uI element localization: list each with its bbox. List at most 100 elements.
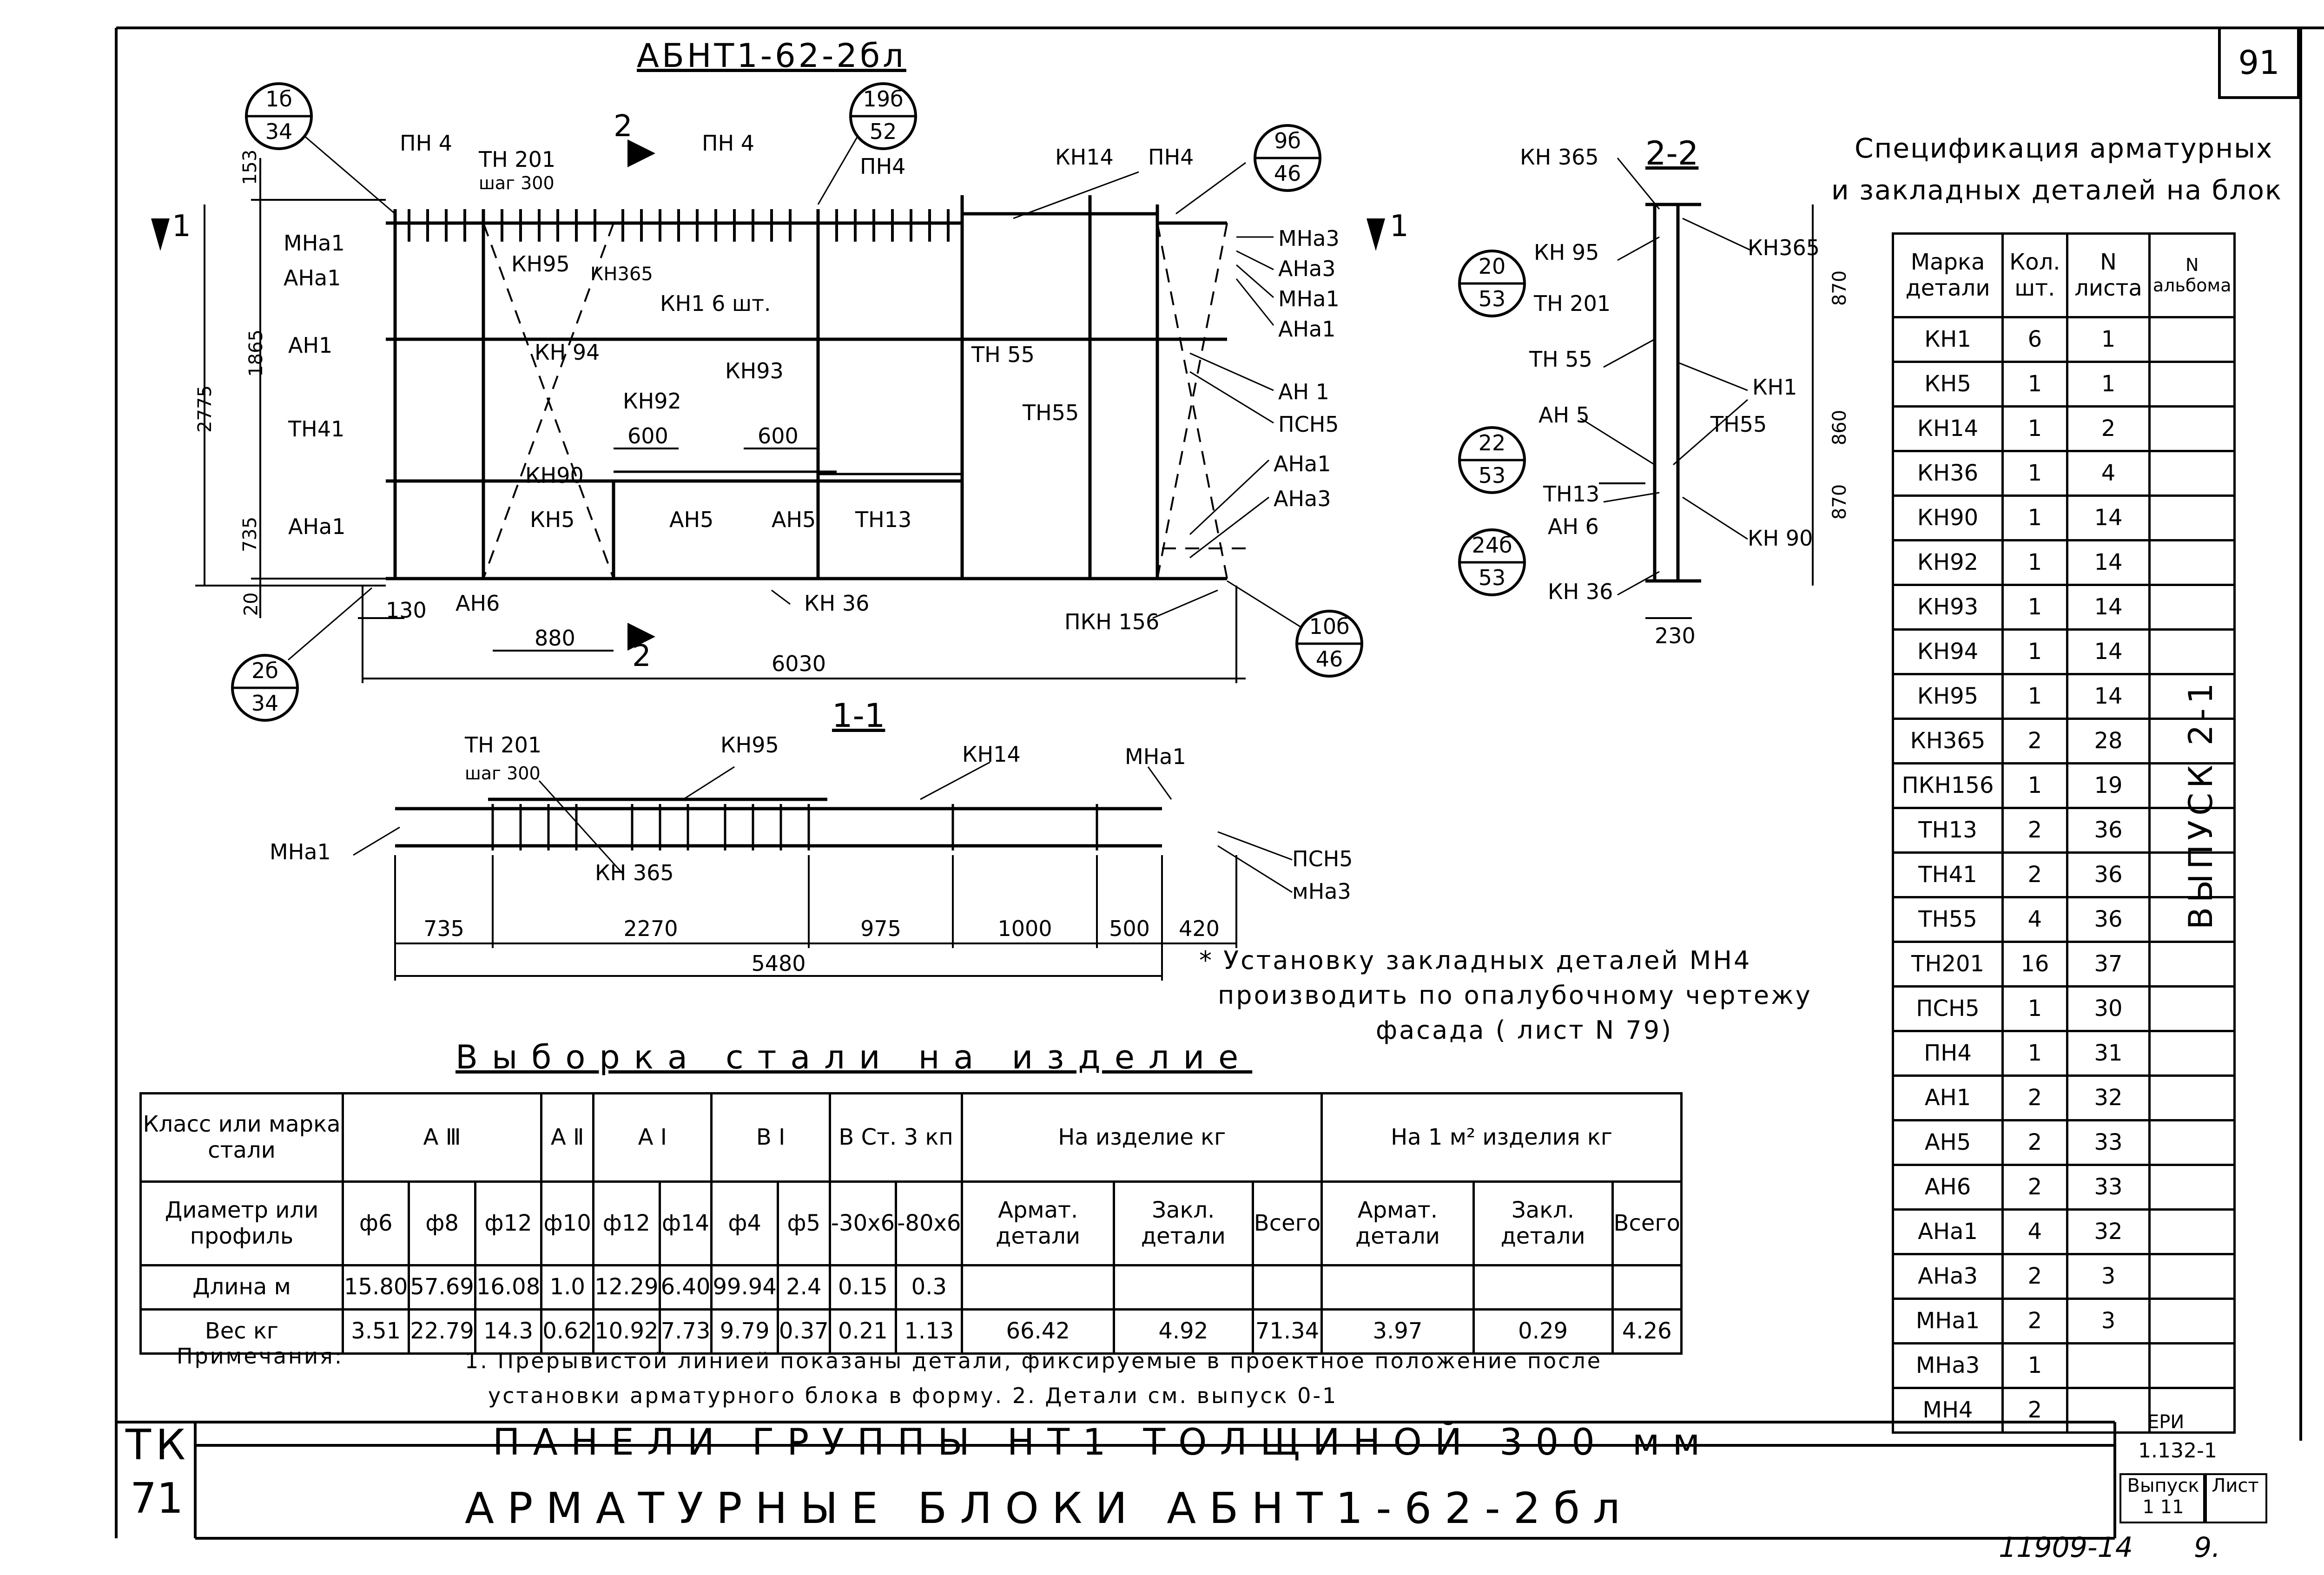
part-label: АНа3 <box>1278 256 1336 281</box>
spec-cell: АНа1 <box>1891 1208 2004 1255</box>
spec-cell: 33 <box>2066 1164 2151 1211</box>
part-label: КН1 6 шт. <box>660 291 771 316</box>
part-label: мНа3 <box>1292 879 1351 904</box>
callout-top: 9б <box>1274 128 1301 153</box>
steel-cell: 9.79 <box>710 1308 779 1355</box>
spec-cell <box>2148 539 2236 586</box>
steel-cell: 15.80 <box>341 1264 410 1311</box>
part-label: шаг 300 <box>479 173 555 193</box>
part-label: АНа1 <box>1274 451 1331 476</box>
spec-cell: 2 <box>2001 718 2068 764</box>
spec-header: N альбома <box>2148 232 2236 318</box>
steel-class: В Ст. 3 кп <box>828 1092 964 1183</box>
spec-cell: 1 <box>2001 405 2068 452</box>
part-label: АН1 <box>288 333 333 358</box>
spec-cell: 3 <box>2066 1253 2151 1300</box>
spec-cell <box>2148 450 2236 497</box>
spec-cell: 1 <box>2001 584 2068 631</box>
steel-row-label: Вес кг <box>139 1308 344 1355</box>
series-label: ЕРИ <box>2147 1411 2185 1433</box>
spec-header: Кол. шт. <box>2001 232 2068 318</box>
list-label: Лист <box>2212 1475 2259 1496</box>
spec-title: Спецификация арматурных <box>1855 132 2273 164</box>
callout-bottom: 34 <box>251 691 279 716</box>
steel-cell <box>961 1264 1115 1311</box>
steel-cell: ф6 <box>341 1180 410 1266</box>
spec-cell: МНа3 <box>1891 1342 2004 1389</box>
spec-cell: КН95 <box>1891 673 2004 720</box>
spec-header: Марка детали <box>1891 232 2004 318</box>
steel-cell: 3.51 <box>341 1308 410 1355</box>
vypusk-box: Выпуск 1 11 <box>2119 1473 2207 1523</box>
part-label: КН 365 <box>595 860 674 885</box>
series-number: 1.132-1 <box>2138 1439 2217 1463</box>
steel-cell: Армат. детали <box>961 1180 1115 1266</box>
steel-cell: 71.34 <box>1251 1308 1323 1355</box>
part-label: ТН 55 <box>971 342 1035 367</box>
spec-table: Марка детали Кол. шт. N листа N альбома … <box>1891 232 2236 1434</box>
dim-vertical: 20 <box>240 592 262 616</box>
spec-cell: 1 <box>2001 762 2068 809</box>
spec-cell: КН94 <box>1891 628 2004 675</box>
spec-cell: 1 <box>2001 673 2068 720</box>
dim-vertical: 735 <box>239 516 261 553</box>
spec-cell: 4 <box>2001 1208 2068 1255</box>
part-label: КН365 <box>1748 235 1820 260</box>
steel-cell: 22.79 <box>408 1308 476 1355</box>
spec-cell: 1 <box>2001 1030 2068 1077</box>
dim-horizontal: 6030 <box>772 651 826 676</box>
steel-cell: 12.29 <box>592 1264 661 1311</box>
part-label: КН 36 <box>804 591 870 616</box>
spec-cell: 1 <box>2001 539 2068 586</box>
steel-cell: 1.0 <box>540 1264 595 1311</box>
spec-cell <box>2148 985 2236 1032</box>
part-label: ПСН5 <box>1292 846 1353 871</box>
spec-cell: 3 <box>2066 1298 2151 1344</box>
spec-cell <box>2148 361 2236 408</box>
steel-cell: 3.97 <box>1320 1308 1475 1355</box>
notes-line: установки арматурного блока в форму. 2. … <box>488 1383 1338 1408</box>
spec-cell: 14 <box>2066 494 2151 541</box>
spec-cell: 2 <box>2001 851 2068 898</box>
steel-cell: 16.08 <box>474 1264 543 1311</box>
steel-cell <box>1472 1264 1614 1311</box>
spec-cell: 1 <box>2001 361 2068 408</box>
stamp-left-2: 71 <box>130 1474 184 1523</box>
steel-cell: Закл. детали <box>1112 1180 1254 1266</box>
spec-cell <box>2148 1119 2236 1166</box>
steel-cell: 0.15 <box>828 1264 898 1311</box>
part-label: МНа1 <box>1278 286 1340 311</box>
spec-cell: 2 <box>2001 1298 2068 1344</box>
steel-cell: 2.4 <box>776 1264 831 1311</box>
spec-cell: 1 <box>2001 494 2068 541</box>
spec-cell: 4 <box>2001 896 2068 943</box>
dim-horizontal: 420 <box>1179 916 1220 941</box>
dim-horizontal: 735 <box>423 916 464 941</box>
section-22-title: 2-2 <box>1645 134 1699 172</box>
steel-cell: 4.92 <box>1112 1308 1254 1355</box>
spec-cell <box>2148 1253 2236 1300</box>
steel-cell: 10.92 <box>592 1308 661 1355</box>
dim-vertical: 870 <box>1829 270 1851 306</box>
spec-cell: 28 <box>2066 718 2151 764</box>
callout-top: 2б <box>251 658 278 683</box>
steel-cell <box>1611 1264 1683 1311</box>
spec-cell: 2 <box>2001 1387 2068 1434</box>
part-label: ТН13 <box>1543 481 1600 507</box>
title-line-2: АРМАТУРНЫЕ БЛОКИ АБНТ1-62-2бл <box>465 1483 1633 1533</box>
spec-cell <box>2148 494 2236 541</box>
spec-cell <box>2148 1074 2236 1121</box>
part-label: ПН4 <box>860 154 906 179</box>
part-label: КН95 <box>511 251 570 277</box>
